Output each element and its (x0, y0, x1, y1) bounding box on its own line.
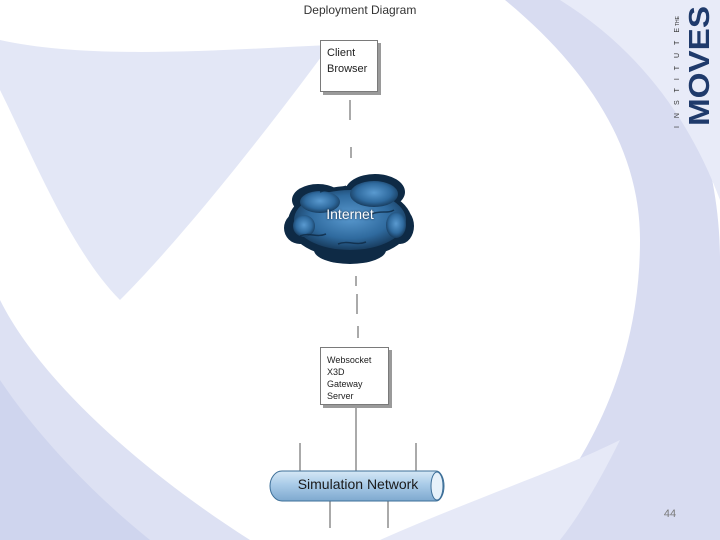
logo-small-text: THE (675, 15, 681, 26)
page-number: 44 (663, 508, 677, 520)
logo-main-text: MOVES (684, 6, 716, 126)
moves-institute-logo: MOVES INSTITUTE THE (674, 6, 716, 128)
client-label-line-2: Browser (327, 63, 368, 75)
gateway-label-line-4: Server (327, 391, 354, 401)
gateway-label-line-3: Gateway (327, 379, 363, 389)
internet-label: Internet (326, 206, 374, 222)
gateway-server-node: Websocket X3D Gateway Server (320, 347, 389, 405)
gateway-label-line-2: X3D (327, 367, 345, 377)
logo-vertical-text: INSTITUTE (674, 28, 681, 128)
client-label-line-1: Client (327, 47, 356, 59)
diagram-title: Deployment Diagram (303, 3, 417, 17)
gateway-label-line-1: Websocket (327, 355, 372, 365)
simulation-network-label: Simulation Network (297, 476, 419, 492)
client-browser-node: Client Browser (320, 40, 378, 92)
